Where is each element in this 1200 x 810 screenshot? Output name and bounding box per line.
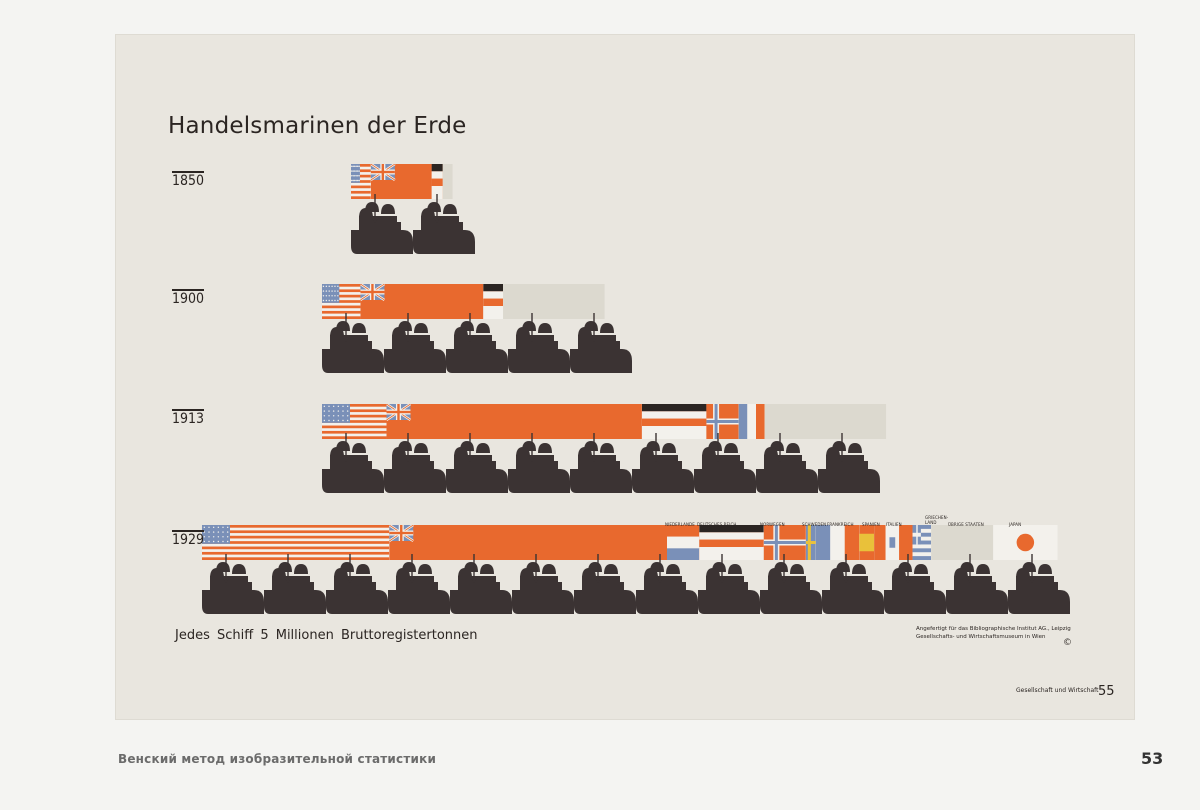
flag-label-germany: DEUTSCHES REICH	[697, 522, 737, 527]
flag-france-icon	[738, 404, 765, 439]
plate-footer: Gesellschaft und Wirtschaft	[1016, 687, 1099, 694]
chart-plate: Handelsmarinen der Erde 1850 1900 1913 1…	[116, 35, 1134, 719]
flag-label-spain: SPANIEN	[862, 522, 880, 527]
flag-label-france: FRANKREICH	[827, 522, 854, 527]
plate-page-number: 55	[1098, 684, 1115, 699]
year-label-1913: 1913	[172, 409, 205, 427]
bar-row-1913	[322, 404, 887, 439]
ship-icon	[446, 433, 508, 493]
flag-other-icon	[442, 164, 453, 199]
flag-germany-icon	[641, 404, 707, 439]
year-label-1900: 1900	[172, 289, 205, 307]
ship-icon	[351, 194, 413, 254]
flag-label-italy: ITALIEN	[886, 522, 902, 527]
flag-japan-icon	[993, 525, 1058, 560]
book-caption: Венский метод изобразительной статистики	[118, 752, 437, 766]
flag-label-japan: JAPAN	[1009, 522, 1022, 527]
ship-icon	[574, 554, 636, 614]
flag-label-greece: GRIECHEN- LAND	[925, 515, 949, 525]
ship-icon	[946, 554, 1008, 614]
ship-icon	[636, 554, 698, 614]
flag-norway-icon	[763, 525, 806, 560]
copyright-mark: ©	[1063, 638, 1072, 648]
unit-note: Jedes Schiff 5 Millionen Bruttoregistert…	[175, 628, 478, 643]
flag-label-sweden: SCHWEDEN	[802, 522, 827, 527]
flag-other-icon	[931, 525, 994, 560]
ship-icon	[322, 433, 384, 493]
flag-uk-icon	[360, 284, 484, 319]
ship-icon	[388, 554, 450, 614]
ship-icon	[570, 313, 632, 373]
flag-spain-icon	[859, 525, 875, 560]
credit-line-2: Gesellschafts- und Wirtschaftsmuseum in …	[916, 634, 1046, 640]
ship-icon	[384, 433, 446, 493]
ship-icon	[508, 433, 570, 493]
flag-uk-icon	[389, 525, 667, 560]
ship-icon	[508, 313, 570, 373]
ship-icon	[450, 554, 512, 614]
flag-other-icon	[503, 284, 605, 319]
flag-uk-icon	[386, 404, 642, 439]
ship-icon	[413, 194, 475, 254]
bar-row-1850	[351, 164, 453, 199]
chart-canvas	[202, 164, 1070, 614]
ship-icon	[822, 554, 884, 614]
flag-italy-icon	[874, 525, 913, 560]
ship-icon	[760, 554, 822, 614]
ship-icon	[884, 554, 946, 614]
flag-germany-icon	[483, 284, 504, 319]
year-label-1929: 1929	[172, 530, 205, 548]
ship-icon	[632, 433, 694, 493]
flag-label-norway: NORWEGEN	[760, 522, 785, 527]
flag-usa-icon	[351, 164, 371, 199]
ship-icon	[326, 554, 388, 614]
ship-icon	[264, 554, 326, 614]
chart-title: Handelsmarinen der Erde	[168, 113, 467, 139]
flag-label-other: ÜBRIGE STAATEN	[948, 522, 984, 527]
ship-icon	[446, 313, 508, 373]
book-page-number: 53	[1141, 749, 1164, 768]
credit-block: Angefertigt für das Bibliographische Ins…	[916, 625, 1116, 641]
flag-france-icon	[815, 525, 860, 560]
credit-line-1: Angefertigt für das Bibliographische Ins…	[916, 626, 1071, 632]
ship-icon	[570, 433, 632, 493]
ship-icon	[322, 313, 384, 373]
flag-label-netherlands: NIEDERLANDE	[665, 522, 695, 527]
ship-icon	[756, 433, 818, 493]
ship-icon	[818, 433, 880, 493]
flag-netherlands-icon	[667, 525, 700, 560]
flag-usa-icon	[202, 525, 390, 560]
flag-usa-icon	[322, 284, 361, 319]
ship-icon	[384, 313, 446, 373]
bar-row-1900	[322, 284, 605, 319]
ship-icon	[202, 554, 264, 614]
bar-row-1929	[202, 525, 1058, 560]
ship-icon	[512, 554, 574, 614]
ship-icon	[694, 433, 756, 493]
flag-other-icon	[764, 404, 887, 439]
flag-germany-icon	[699, 525, 764, 560]
flag-germany-icon	[431, 164, 443, 199]
flag-uk-icon	[370, 164, 432, 199]
flag-greece-icon	[912, 525, 932, 560]
flag-usa-icon	[322, 404, 387, 439]
flag-sweden-icon	[805, 525, 816, 560]
ship-icon	[1008, 554, 1070, 614]
flag-norway-icon	[706, 404, 739, 439]
ship-icon	[698, 554, 760, 614]
year-label-1850: 1850	[172, 171, 205, 189]
